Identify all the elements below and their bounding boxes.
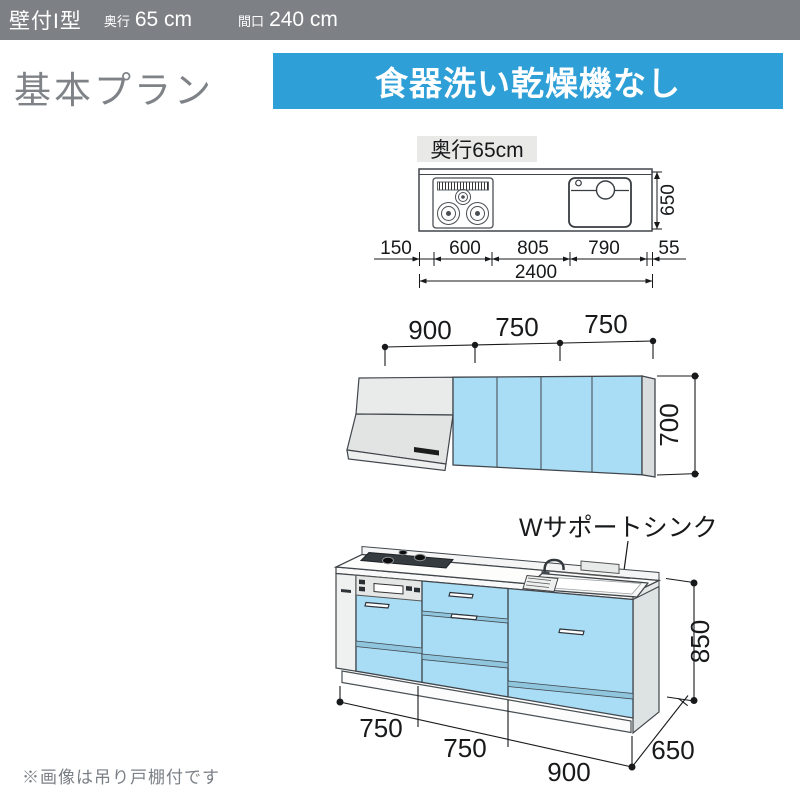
span-value: 240 cm	[269, 8, 338, 31]
base-dim-750a: 750	[359, 713, 402, 743]
plan-dim-55: 55	[658, 238, 679, 259]
wall-cabinet-side-panel	[641, 375, 656, 478]
depth-value: 65 cm	[134, 8, 193, 31]
depth-tag-label: 奥行65cm	[430, 139, 523, 162]
wall-cabinets	[452, 375, 656, 478]
faucet	[543, 558, 565, 574]
no-dishwasher-banner: 食器洗い乾燥機なし	[273, 53, 783, 109]
cooktop-3d	[359, 549, 454, 569]
wall-dim-750a: 750	[495, 312, 538, 342]
base-depth-dim	[631, 695, 689, 768]
base-left-panel	[335, 572, 357, 672]
toe-kick	[341, 670, 632, 734]
header-bar: 壁付I型 奥行 65 cm 間口 240 cm	[0, 0, 800, 40]
plan-total-dim	[419, 274, 653, 288]
wall-width-dims	[381, 337, 657, 366]
base-dim-750b: 750	[443, 733, 486, 763]
plan-dim-790: 790	[588, 238, 620, 259]
range-hood	[346, 376, 454, 472]
sink-basket	[580, 560, 620, 575]
plan-dim-600: 600	[449, 238, 481, 259]
wall-height-dim	[656, 372, 700, 478]
hood-control-panel	[414, 447, 439, 456]
plan-depth-dim-value: 650	[658, 184, 679, 216]
base-unit-view: Wサポートシンク	[333, 514, 718, 787]
plan-dim-total: 2400	[515, 262, 557, 283]
plan-sink-icon	[568, 177, 632, 228]
plan-cooktop-icon	[432, 177, 494, 229]
base-drawers	[355, 574, 634, 719]
base-dim-650: 650	[651, 735, 694, 765]
wall-dim-900: 900	[408, 315, 451, 345]
span-label: 間口	[238, 13, 265, 29]
wall-dim-750b: 750	[584, 309, 627, 339]
base-dim-900: 900	[547, 757, 590, 787]
plan-dim-805: 805	[517, 238, 549, 259]
depth-label: 奥行	[103, 13, 130, 29]
wall-cabinet-view: 900 750 750 700	[346, 309, 700, 478]
base-dim-850: 850	[685, 620, 715, 663]
base-height-dim	[665, 577, 698, 704]
sink-label: Wサポートシンク	[519, 514, 718, 542]
page-title: 基本プラン	[14, 70, 214, 111]
wall-dim-700: 700	[654, 403, 684, 446]
drying-rack	[522, 574, 559, 593]
plan-dim-150: 150	[380, 238, 412, 259]
depth-tag-bg	[417, 136, 537, 162]
plan-width-dims	[374, 252, 686, 266]
base-side-panel	[632, 585, 660, 735]
sink-3d	[522, 558, 649, 598]
footnote: ※画像は吊り戸棚付です	[22, 768, 220, 787]
kitchen-type-label: 壁付I型	[9, 10, 82, 33]
plan-depth-dim	[652, 171, 662, 230]
plan-view: 奥行65cm	[374, 136, 686, 288]
